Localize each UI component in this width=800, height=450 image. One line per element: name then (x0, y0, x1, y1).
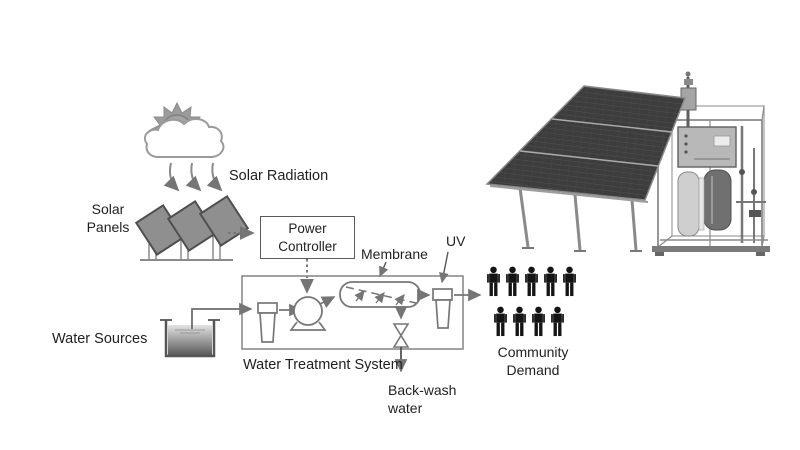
pump-to-membrane-arrow (319, 296, 336, 308)
valve-icon (392, 323, 410, 348)
person-icon (525, 266, 538, 297)
uv-label: UV (446, 233, 466, 249)
backwash-water-label: Back-wash water (388, 382, 457, 416)
pump-icon (289, 296, 327, 331)
membrane-icon (339, 281, 421, 308)
membrane-label: Membrane (361, 246, 428, 262)
intake-pipe-arrow (191, 302, 253, 329)
water-treatment-system-label: Water Treatment System (243, 357, 403, 373)
uv-label-leader (439, 251, 449, 284)
person-icon (563, 266, 576, 297)
water-sources-label: Water Sources (52, 331, 148, 347)
community-people-row (486, 262, 577, 302)
solar-radiation-label: Solar Radiation (229, 168, 329, 184)
person-icon (544, 266, 557, 297)
solar-panels-label: Solar Panels (86, 201, 130, 235)
power-controller-box: Power Controller (260, 216, 355, 259)
community-people-row (493, 302, 565, 342)
person-icon (551, 306, 564, 337)
cloud-icon (143, 118, 225, 158)
membrane-label-leader (379, 261, 389, 278)
solar-radiation-arrows (163, 162, 223, 192)
uv-filter-icon (432, 288, 453, 329)
person-icon (513, 306, 526, 337)
photo-skid-equipment (660, 126, 768, 243)
solar-panel-icon (134, 194, 250, 261)
community-demand-label: Community Demand (497, 344, 569, 378)
water-tank-icon (160, 319, 220, 358)
photo-solar-array (485, 85, 687, 252)
person-icon (487, 266, 500, 297)
filter-icon (257, 302, 278, 343)
person-icon (506, 266, 519, 297)
person-icon (532, 306, 545, 337)
person-icon (494, 306, 507, 337)
